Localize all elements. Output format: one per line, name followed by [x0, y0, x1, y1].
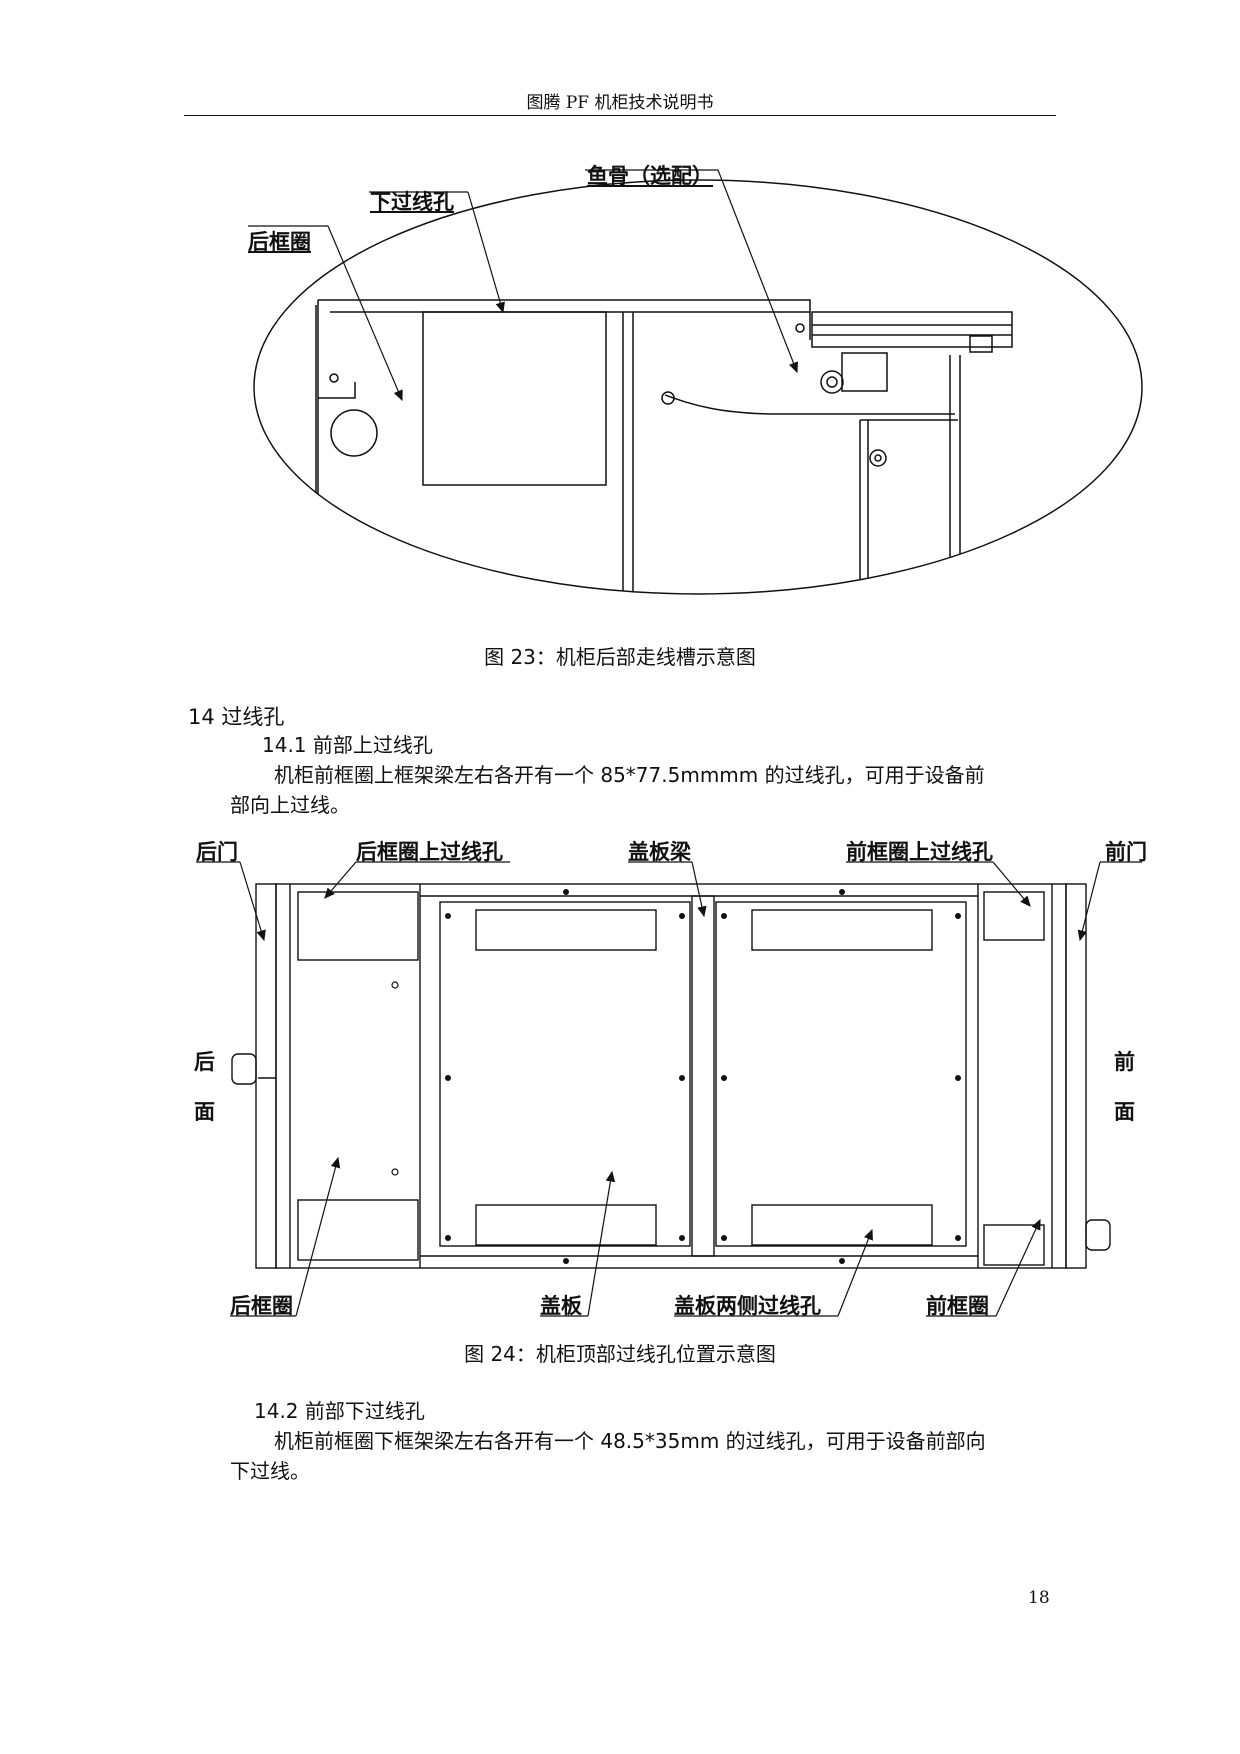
header-rule [184, 115, 1056, 116]
section-14-1-paragraph-line1: 机柜前框圈上框架梁左右各开有一个 85*77.5mmmm 的过线孔，可用于设备前 [274, 763, 985, 787]
figure-23-caption: 图 23：机柜后部走线槽示意图 [484, 645, 756, 669]
label-front-frame-bottom: 前框圈 [926, 1293, 989, 1318]
label-front-side-char2: 面 [1114, 1099, 1135, 1124]
label-rear-door: 后门 [196, 839, 238, 864]
label-rear-side-char2: 面 [194, 1099, 215, 1124]
label-lower-cable-hole: 下过线孔 [370, 189, 454, 214]
section-14-heading: 14 过线孔 [188, 705, 285, 729]
label-rear-frame-upper-hole: 后框圈上过线孔 [356, 839, 503, 864]
section-14-2-paragraph-line2: 下过线。 [230, 1459, 310, 1483]
label-rear-frame: 后框圈 [248, 229, 311, 254]
page-header-title: 图腾 PF 机柜技术说明书 [526, 93, 714, 113]
label-front-side-char1: 前 [1114, 1049, 1135, 1074]
figure-24-caption: 图 24：机柜顶部过线孔位置示意图 [464, 1342, 776, 1366]
label-front-frame-upper-hole: 前框圈上过线孔 [846, 839, 993, 864]
section-14-1-heading: 14.1 前部上过线孔 [262, 733, 433, 757]
figure-24-drawing [196, 861, 1142, 1317]
label-cover-beam: 盖板梁 [628, 839, 691, 864]
label-rear-side-char1: 后 [194, 1049, 215, 1074]
section-14-2-heading: 14.2 前部下过线孔 [254, 1399, 425, 1423]
label-cover-plate: 盖板 [540, 1293, 582, 1318]
section-14-1-paragraph-line2: 部向上过线。 [230, 793, 350, 817]
label-rear-frame-bottom: 后框圈 [230, 1293, 293, 1318]
label-front-door: 前门 [1105, 839, 1147, 864]
figure-23-drawing [248, 169, 1143, 595]
page-number: 18 [1028, 1588, 1050, 1608]
label-fishbone: 鱼骨（选配） [587, 163, 713, 188]
label-cover-side-holes: 盖板两侧过线孔 [674, 1293, 821, 1318]
section-14-2-paragraph-line1: 机柜前框圈下框架梁左右各开有一个 48.5*35mm 的过线孔，可用于设备前部向 [274, 1429, 986, 1453]
